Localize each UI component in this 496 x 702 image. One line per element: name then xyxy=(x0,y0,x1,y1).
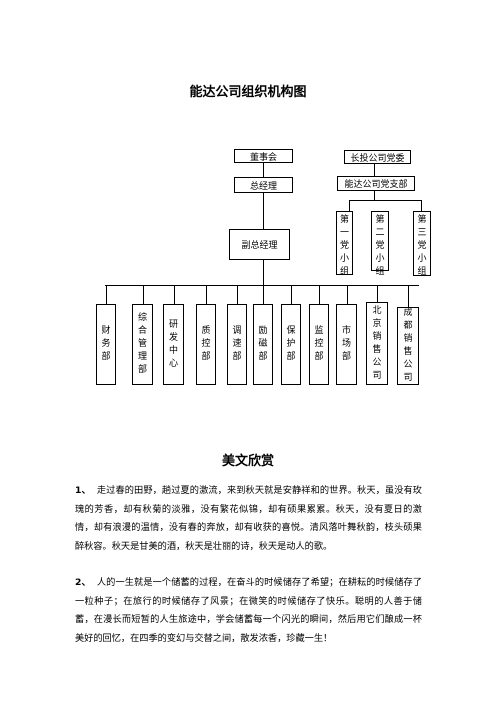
paragraph-2-number: 2、 xyxy=(75,577,91,588)
dept-excitation-label: 励磁部 xyxy=(258,326,268,362)
paragraph-1-number: 1、 xyxy=(75,485,91,496)
connector-board-gm xyxy=(263,162,264,177)
paragraph-2-text: 人的一生就是一个储蓄的过程，在奋斗的时候储存了希望；在耕耘的时候储存了一粒种子；… xyxy=(75,577,422,644)
dept-chengdu-sales-label: 成都销售公司 xyxy=(403,308,413,383)
dept-monitoring-label: 监控部 xyxy=(314,326,324,362)
dept-protection-label: 保护部 xyxy=(286,326,296,362)
deputy-gm-box: 副总经理 xyxy=(229,229,290,260)
dept-beijing-sales-label: 北京销售公司 xyxy=(372,305,382,381)
party-group-3-label: 第三党小组 xyxy=(417,215,427,277)
dept-chengdu-sales-box: 成都销售公司 xyxy=(397,307,419,385)
board-box: 董事会 xyxy=(234,149,293,163)
essay-paragraph-1: 1、 走过春的田野，趟过夏的激流，来到秋天就是安静祥和的世界。秋天，虽没有玫瑰的… xyxy=(75,482,422,556)
connector-dept-4 xyxy=(206,285,207,304)
dept-monitoring-box: 监控部 xyxy=(309,304,329,385)
connector-committee-branch xyxy=(374,164,375,176)
connector-dept-3 xyxy=(174,285,175,304)
gm-label: 总经理 xyxy=(249,181,277,192)
gm-box: 总经理 xyxy=(234,177,293,193)
party-group-2-label: 第二党小组 xyxy=(375,215,385,277)
connector-dept-5 xyxy=(237,285,238,304)
dept-rnd-box: 研发中心 xyxy=(163,304,184,385)
connector-deputy-bus xyxy=(263,260,264,285)
connector-dept-bus xyxy=(105,285,419,286)
dept-finance-label: 财务部 xyxy=(101,326,111,362)
dept-finance-box: 财务部 xyxy=(96,304,116,385)
connector-branch-groups xyxy=(374,191,375,200)
party-committee-label: 长投公司党委 xyxy=(350,153,405,164)
dept-rnd-label: 研发中心 xyxy=(168,319,178,369)
dept-market-box: 市场部 xyxy=(336,304,357,385)
page-title: 能达公司组织机构图 xyxy=(189,85,307,100)
connector-group-3 xyxy=(421,200,422,211)
party-committee-box: 长投公司党委 xyxy=(344,150,411,164)
dept-quality-label: 质控部 xyxy=(201,326,211,362)
connector-dept-2 xyxy=(143,285,144,304)
connector-dept-1 xyxy=(106,285,107,304)
connector-dept-11 xyxy=(408,285,409,307)
deputy-gm-label: 副总经理 xyxy=(241,241,278,251)
connector-dept-10 xyxy=(377,285,378,302)
connector-group-1 xyxy=(349,200,350,211)
dept-general-admin-label: 综合管理部 xyxy=(137,313,147,375)
dept-protection-box: 保护部 xyxy=(281,304,301,385)
paragraph-1-text: 走过春的田野，趟过夏的激流，来到秋天就是安静祥和的世界。秋天，虽没有玫瑰的芳香，… xyxy=(75,485,422,552)
essay-paragraph-2: 2、 人的一生就是一个储蓄的过程，在奋斗的时候储存了希望；在耕耘的时候储存了一粒… xyxy=(75,574,422,648)
board-label: 董事会 xyxy=(249,152,277,163)
party-branch-box: 能达公司党支部 xyxy=(337,176,415,191)
dept-speed-control-label: 调速部 xyxy=(232,326,242,362)
party-group-1-box: 第一党小组 xyxy=(336,211,353,277)
dept-beijing-sales-box: 北京销售公司 xyxy=(366,302,388,385)
dept-speed-control-box: 调速部 xyxy=(227,304,247,385)
party-group-1-label: 第一党小组 xyxy=(339,215,349,277)
dept-excitation-box: 励磁部 xyxy=(253,304,273,385)
connector-groups-bus xyxy=(349,200,422,201)
connector-gm-deputy xyxy=(263,193,264,229)
dept-quality-box: 质控部 xyxy=(196,304,216,385)
dept-general-admin-box: 综合管理部 xyxy=(132,304,153,385)
party-group-3-box: 第三党小组 xyxy=(413,211,431,277)
connector-dept-6 xyxy=(263,285,264,304)
party-branch-label: 能达公司党支部 xyxy=(344,180,408,190)
party-group-2-box: 第二党小组 xyxy=(371,211,389,277)
connector-dept-9 xyxy=(347,285,348,304)
connector-dept-8 xyxy=(319,285,320,304)
connector-dept-7 xyxy=(291,285,292,304)
dept-market-label: 市场部 xyxy=(341,326,351,362)
essay-title: 美文欣赏 xyxy=(221,454,274,469)
